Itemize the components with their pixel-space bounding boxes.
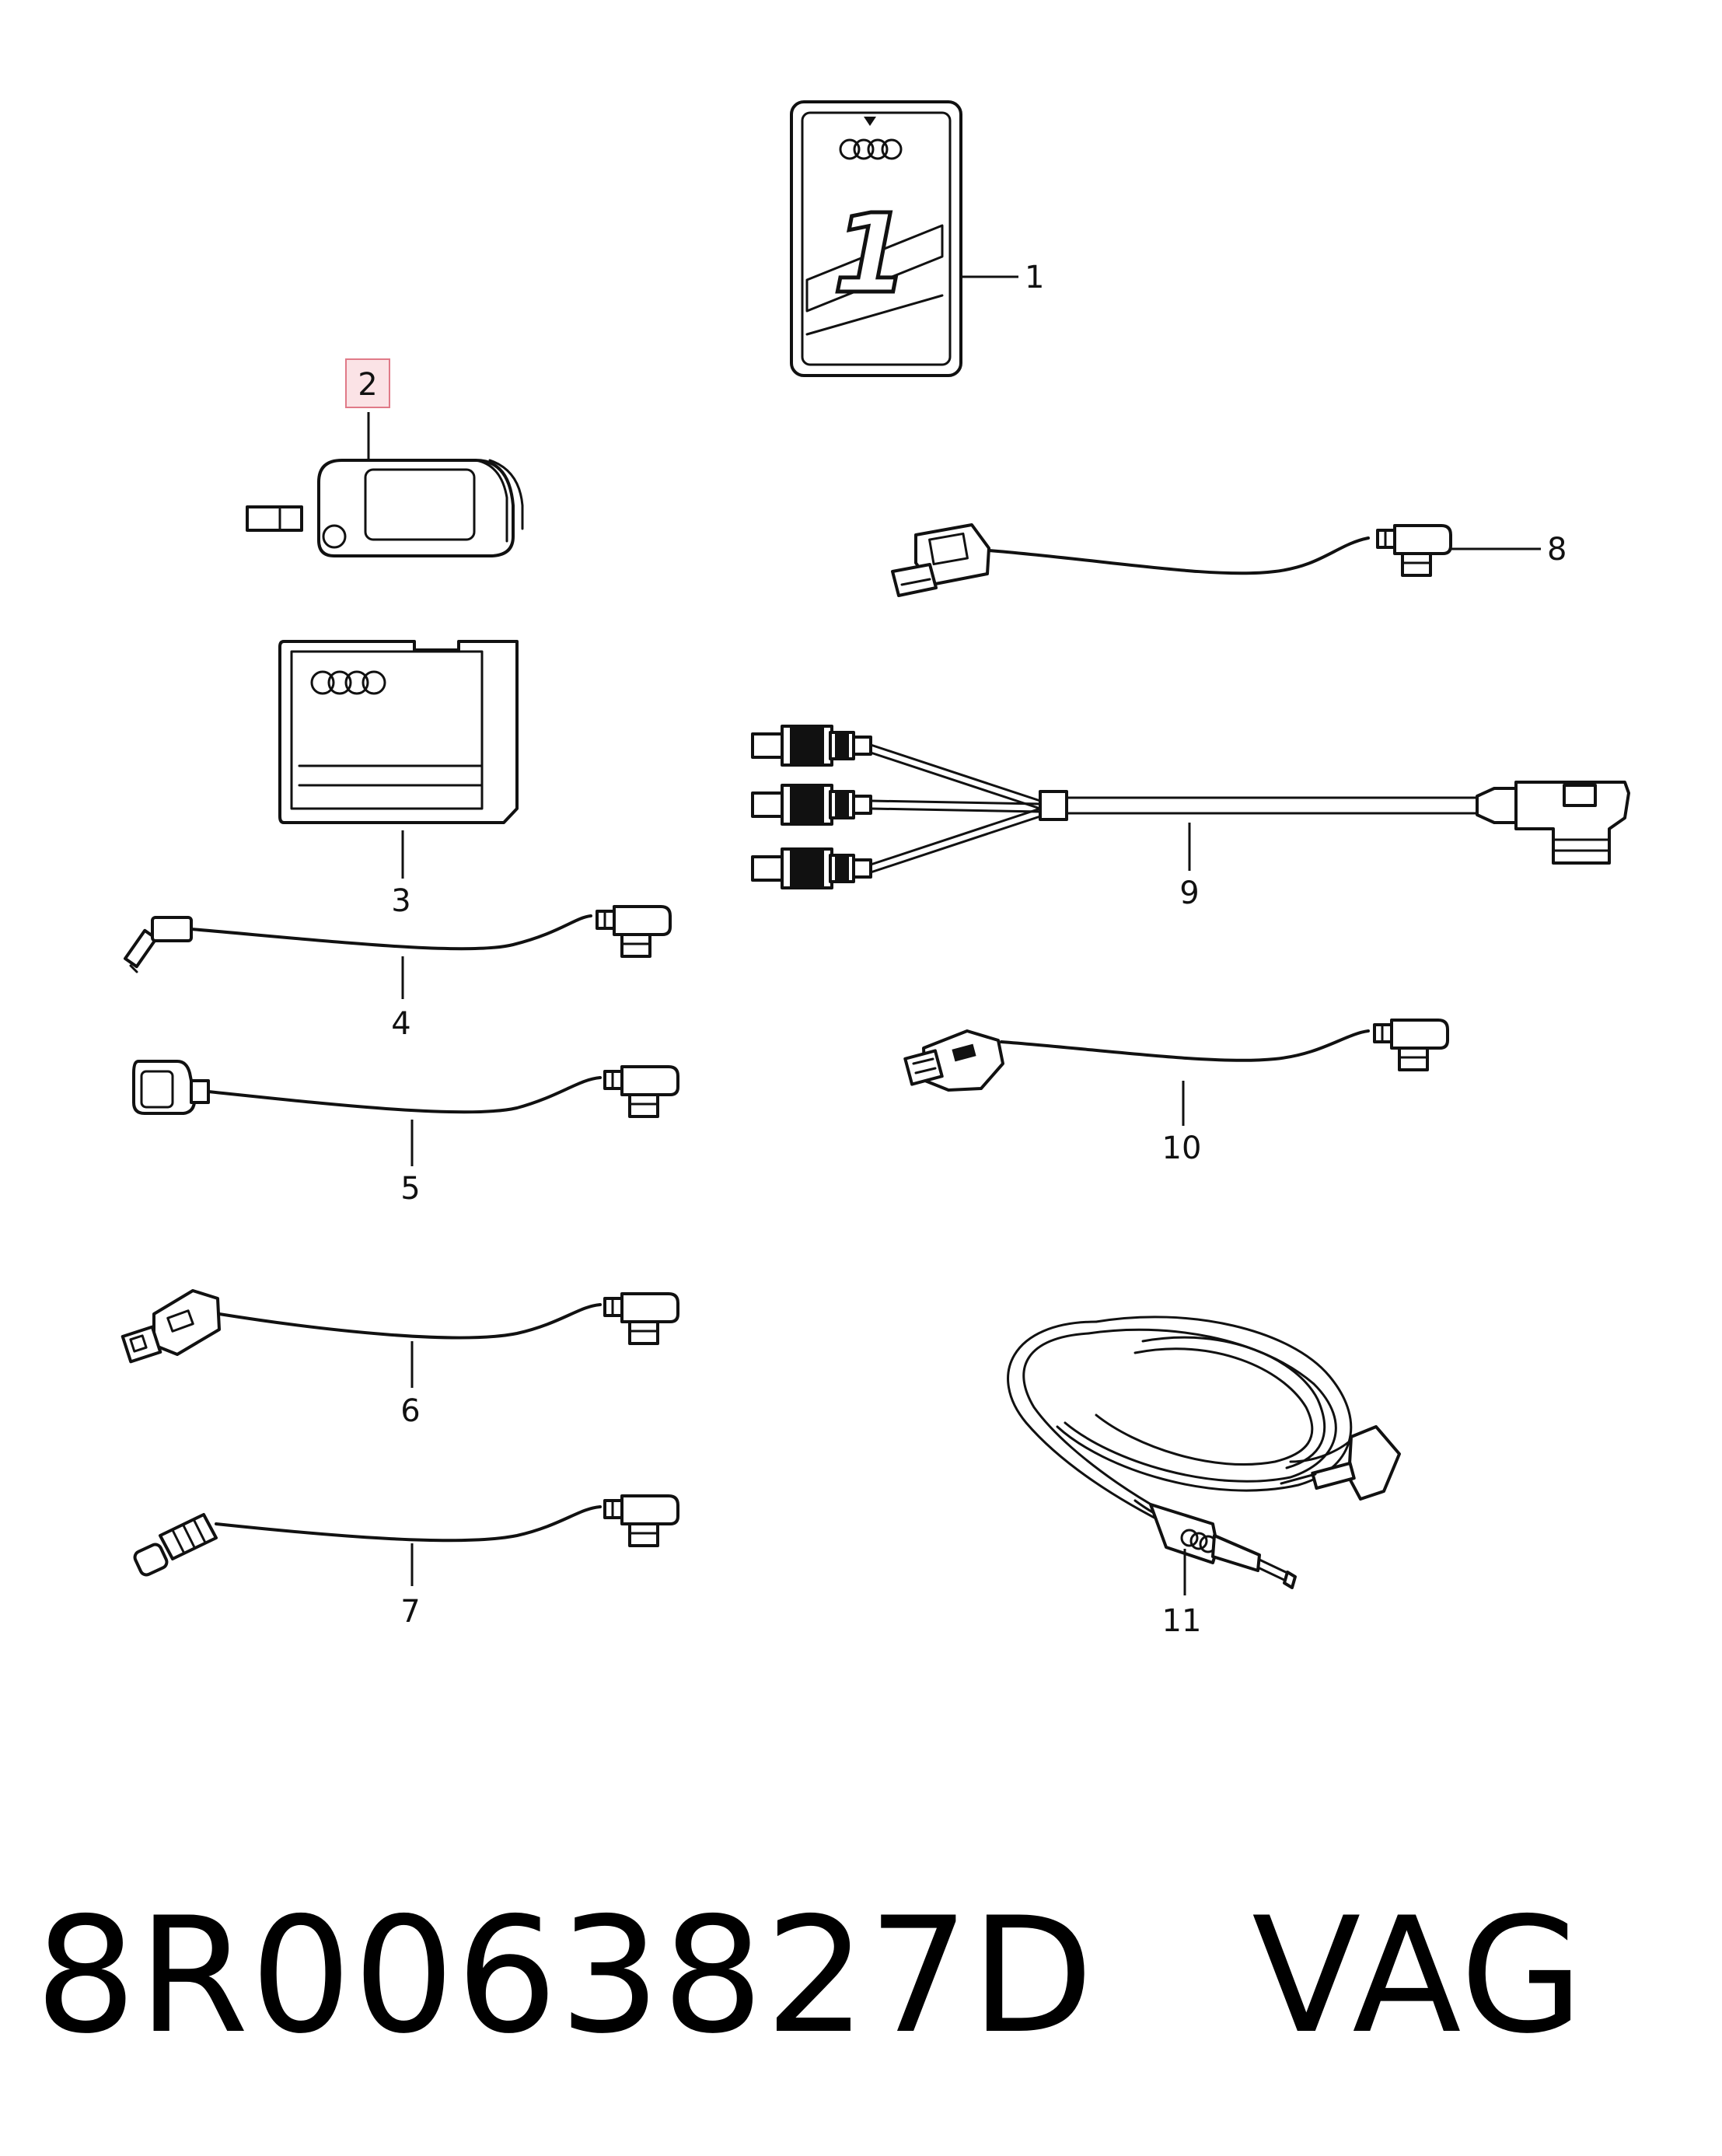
part-7-mini-usb-cable: 7: [133, 1494, 679, 1630]
callout-2-highlight: [345, 358, 390, 408]
callout-9: 9: [1179, 875, 1199, 911]
rings-logo-icon: [839, 138, 903, 160]
callout-2: 2: [358, 367, 377, 403]
part-11-aux-cable: 11: [1007, 1316, 1401, 1639]
callout-10: 10: [1162, 1130, 1202, 1166]
rca-plug-top: [751, 725, 872, 767]
rca-plug-bottom: [751, 847, 872, 889]
callout-8: 8: [1547, 532, 1567, 568]
callout-6: 6: [400, 1393, 420, 1429]
callout-5: 5: [400, 1171, 420, 1207]
rings-logo-icon: [1180, 1529, 1217, 1553]
part-10-adapter-cable: 10: [903, 1019, 1449, 1166]
part-3-sd-card: 3: [278, 640, 519, 919]
part-9-rca-cable: 9: [751, 725, 1630, 911]
part-4-jack-cable: 4: [124, 905, 672, 1042]
callout-11: 11: [1162, 1603, 1202, 1639]
callout-7: 7: [400, 1594, 420, 1630]
part-2-key: 2: [246, 358, 524, 557]
rca-plug-middle: [751, 784, 872, 826]
rings-logo-icon: [310, 670, 386, 695]
part-6-usb-cable: 6: [121, 1289, 679, 1429]
callout-1: 1: [1025, 260, 1044, 295]
part-number-caption: 8R0063827D VAG: [35, 1897, 1585, 2056]
part-5-dock-cable: 5: [132, 1060, 679, 1207]
callout-4: 4: [391, 1006, 410, 1042]
brand-label: VAG: [1252, 1884, 1585, 2069]
triangle-marker-icon: [864, 117, 876, 126]
callout-3: 3: [391, 883, 410, 919]
part-8-usb-a-cable: 8: [891, 523, 1567, 597]
card-numeral: 1: [833, 191, 908, 318]
part-number: 8R0063827D: [35, 1884, 1095, 2069]
part-1-card: 1 1: [790, 100, 1044, 377]
